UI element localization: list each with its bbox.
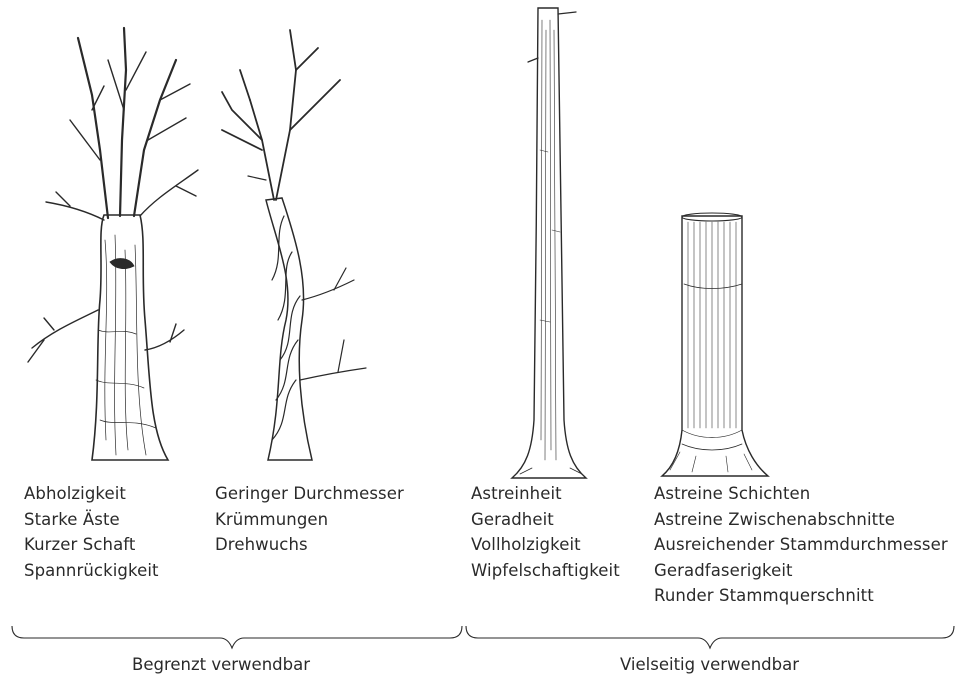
list-item: Vollholzigkeit — [471, 532, 620, 558]
list-item: Ausreichender Stammdurchmesser — [654, 532, 948, 558]
list-item: Kurzer Schaft — [24, 532, 159, 558]
brace-limited — [12, 626, 462, 648]
column-defects-crown: Abholzigkeit Starke Äste Kurzer Schaft S… — [24, 481, 159, 583]
column-qualities-log: Astreine Schichten Astreine Zwischenabsc… — [654, 481, 948, 609]
list-item: Astreinheit — [471, 481, 620, 507]
deciduous-tree-icon — [28, 28, 198, 460]
group-label-versatile: Vielseitig verwendbar — [620, 655, 799, 674]
log-cross-section-icon — [662, 213, 768, 476]
group-label-limited: Begrenzt verwendbar — [132, 655, 310, 674]
twisted-tree-icon — [222, 30, 366, 460]
list-item: Starke Äste — [24, 507, 159, 533]
list-item: Astreine Schichten — [654, 481, 948, 507]
column-defects-shape: Geringer Durchmesser Krümmungen Drehwuch… — [215, 481, 404, 558]
list-item: Abholzigkeit — [24, 481, 159, 507]
list-item: Geradheit — [471, 507, 620, 533]
list-item: Wipfelschaftigkeit — [471, 558, 620, 584]
column-qualities-stem: Astreinheit Geradheit Vollholzigkeit Wip… — [471, 481, 620, 583]
list-item: Geringer Durchmesser — [215, 481, 404, 507]
list-item: Krümmungen — [215, 507, 404, 533]
list-item: Spannrückigkeit — [24, 558, 159, 584]
list-item: Runder Stammquerschnitt — [654, 583, 948, 609]
list-item: Drehwuchs — [215, 532, 404, 558]
list-item: Geradfaserigkeit — [654, 558, 948, 584]
brace-versatile — [466, 626, 954, 648]
straight-trunk-icon — [512, 8, 586, 478]
list-item: Astreine Zwischenabschnitte — [654, 507, 948, 533]
